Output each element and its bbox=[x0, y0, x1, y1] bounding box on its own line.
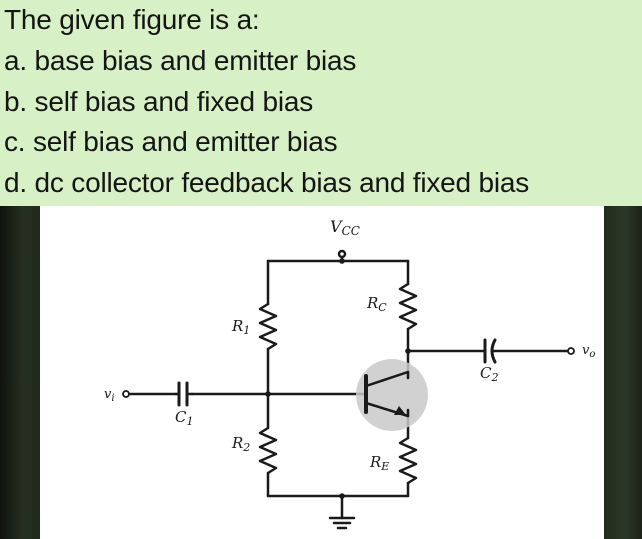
vo-label: vo bbox=[582, 343, 595, 360]
output-terminal bbox=[567, 347, 575, 355]
vi-label: vi bbox=[104, 387, 115, 404]
slide-right-border bbox=[604, 206, 642, 539]
option-c[interactable]: c. self bias and emitter bias bbox=[4, 126, 338, 157]
c2-plate-right bbox=[490, 338, 497, 364]
c2-label: C2 bbox=[480, 364, 498, 384]
question-prompt: The given figure is a: bbox=[4, 4, 260, 35]
vcc-label: VCC bbox=[330, 217, 360, 238]
circuit-figure: VCC RC R1 R2 RE C1 C2 vi vo bbox=[40, 206, 604, 539]
input-terminal bbox=[122, 390, 130, 398]
circuit-diagram: VCC RC R1 R2 RE C1 C2 vi vo bbox=[104, 217, 595, 530]
r2-label: R2 bbox=[231, 434, 250, 454]
slide-left-border bbox=[0, 206, 40, 539]
rc-resistor bbox=[398, 282, 418, 331]
collector-junction-dot bbox=[405, 348, 411, 354]
re-label: RE bbox=[369, 453, 389, 473]
re-resistor bbox=[398, 436, 418, 485]
option-a[interactable]: a. base bias and emitter bias bbox=[4, 45, 357, 76]
c1-label: C1 bbox=[175, 408, 193, 428]
base-junction-dot bbox=[265, 391, 271, 397]
r1-label: R1 bbox=[231, 317, 250, 337]
option-b[interactable]: b. self bias and fixed bias bbox=[4, 86, 314, 117]
rc-label: RC bbox=[366, 294, 387, 314]
vcc-junction-dot bbox=[339, 258, 345, 264]
emitter-arrow-icon bbox=[394, 406, 406, 415]
option-d[interactable]: d. dc collector feedback bias and fixed … bbox=[4, 167, 530, 198]
transistor-collector-lead bbox=[364, 370, 410, 388]
r2-resistor bbox=[258, 426, 278, 475]
r1-resistor bbox=[258, 302, 278, 351]
transistor-highlight bbox=[356, 359, 428, 431]
ground-junction-dot bbox=[339, 493, 345, 499]
question-panel: The given figure is a: a. base bias and … bbox=[0, 0, 642, 206]
